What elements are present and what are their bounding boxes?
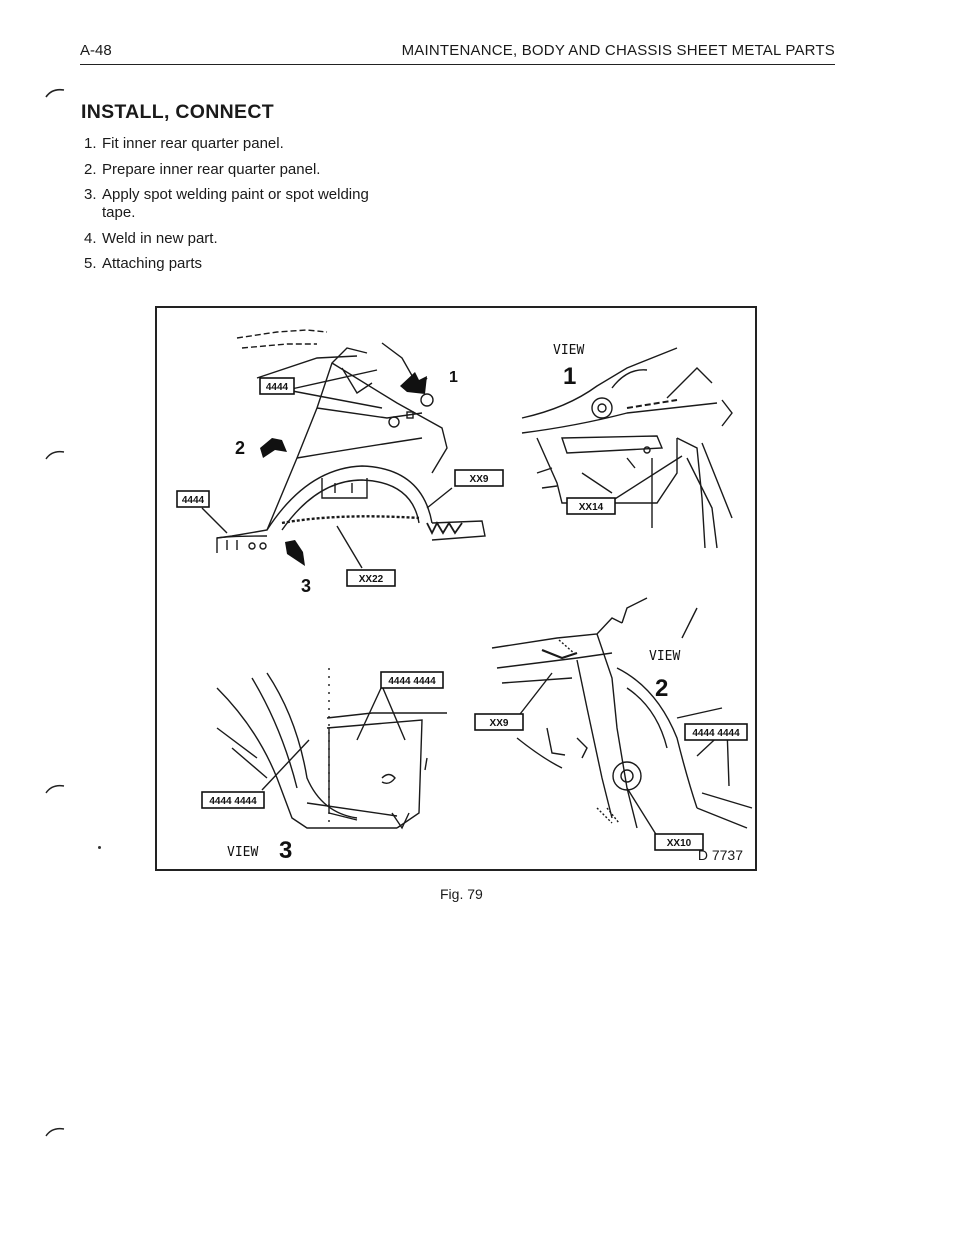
view-3-number: 3 — [279, 837, 292, 864]
view-1-number: 1 — [563, 363, 576, 390]
view-label: VIEW — [649, 649, 680, 664]
list-item: 5.Attaching parts — [84, 255, 203, 272]
arrow-2-icon — [260, 438, 287, 458]
running-title: MAINTENANCE, BODY AND CHASSIS SHEET META… — [401, 42, 835, 59]
page-number: A-48 — [80, 42, 112, 59]
figure-caption: Fig. 79 — [440, 886, 483, 902]
stray-dot — [98, 846, 101, 849]
header-rule — [80, 64, 835, 65]
margin-mark-icon — [45, 1127, 65, 1137]
view-1-drawing — [521, 347, 733, 549]
weld-symbol: 4444 4444 — [692, 728, 740, 739]
view-2-number: 2 — [655, 675, 668, 702]
list-item: 3.Apply spot welding paint or spot weldi… — [84, 186, 369, 221]
spot-weld-symbol: XX14 — [579, 502, 604, 513]
quarter-panel-drawing — [216, 329, 486, 553]
spot-weld-symbol: XX9 — [490, 718, 509, 729]
callout-2: 2 — [235, 438, 245, 458]
weld-symbol: 4444 4444 — [209, 796, 257, 807]
spot-weld-symbol: XX10 — [667, 838, 692, 849]
page-header: A-48 MAINTENANCE, BODY AND CHASSIS SHEET… — [80, 42, 835, 66]
view-label: VIEW — [227, 845, 258, 860]
weld-symbol: 4444 4444 — [388, 676, 436, 687]
list-item: 4.Weld in new part. — [84, 229, 218, 247]
list-item: 2.Prepare inner rear quarter panel. — [84, 160, 321, 178]
callout-3: 3 — [301, 576, 311, 596]
step-list: 1.Fit inner rear quarter panel. 2.Prepar… — [84, 135, 404, 281]
technical-illustration: 4444 4444 XX9 XX22 XX14 4444 4444 4444 4… — [176, 329, 753, 864]
arrow-3-icon — [285, 540, 305, 566]
view-label: VIEW — [553, 343, 584, 358]
view-3-drawing — [216, 668, 447, 830]
section-heading: INSTALL, CONNECT — [81, 101, 274, 123]
list-item: 1.Fit inner rear quarter panel. — [84, 135, 284, 152]
weld-symbol: 4444 — [266, 382, 289, 393]
figure-frame: 4444 4444 XX9 XX22 XX14 4444 4444 4444 4… — [155, 306, 757, 871]
section-mark-icon — [45, 88, 65, 98]
spot-weld-symbol: XX9 — [470, 474, 489, 485]
figure-code: D 7737 — [697, 847, 743, 863]
margin-mark-icon — [45, 450, 65, 460]
callout-1: 1 — [449, 369, 458, 386]
weld-symbol: 4444 — [182, 495, 205, 506]
margin-mark-icon — [45, 784, 65, 794]
view-2-drawing — [491, 597, 753, 829]
spot-weld-symbol: XX22 — [359, 574, 384, 585]
arrow-1-icon — [400, 372, 427, 394]
